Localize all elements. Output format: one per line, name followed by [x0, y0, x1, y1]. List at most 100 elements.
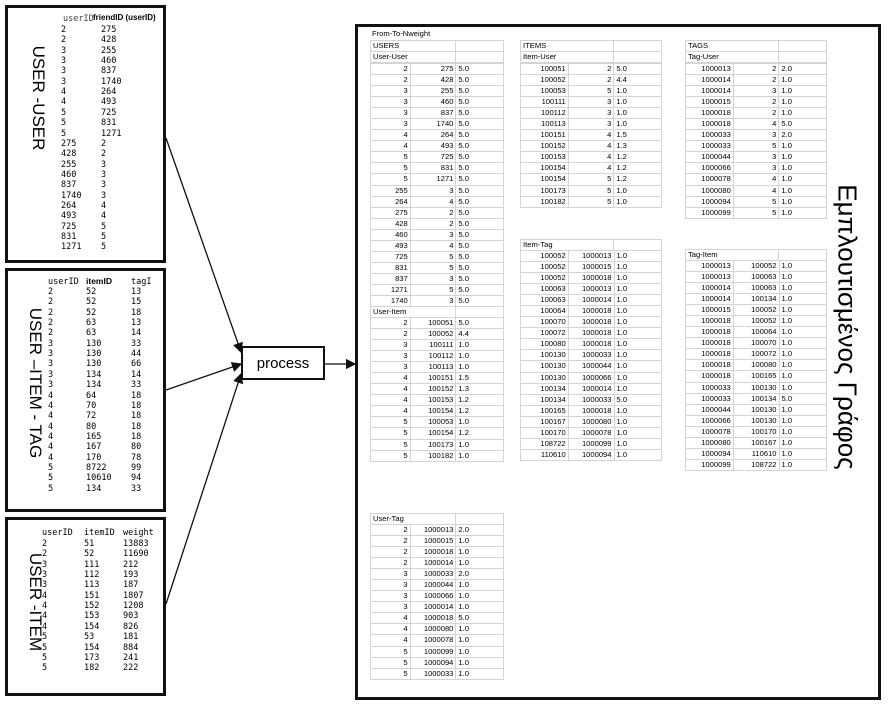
table-cell: 5.0 — [455, 184, 504, 197]
cell: 99 — [131, 462, 142, 473]
table-cell: 2.0 — [455, 523, 504, 537]
cell: 2 — [48, 328, 54, 339]
table-cell: 1.0 — [613, 371, 663, 384]
table-cell: 837 — [409, 107, 457, 120]
cell: 80 — [86, 421, 97, 432]
cell: 3 — [42, 580, 48, 591]
table-cell: 2 — [370, 328, 411, 341]
table-cell: 1000078 — [567, 426, 615, 439]
table-cell: 100130 — [520, 360, 569, 373]
table-cell: 100072 — [520, 327, 569, 340]
table-cell: 5 — [370, 427, 411, 440]
table-cell: 100112 — [520, 107, 569, 120]
table-cell: 4 — [409, 195, 457, 208]
cell: 241 — [123, 652, 139, 663]
table-cell: 1.0 — [613, 404, 663, 417]
table-cell: 3 — [370, 579, 411, 592]
ui-col-weight: weight — [123, 528, 154, 538]
table-cell: 5.0 — [455, 217, 504, 230]
cell: 884 — [123, 642, 139, 653]
cell: 52 — [84, 549, 95, 560]
table-cell: 100070 — [732, 337, 780, 350]
table-cell: 100112 — [409, 350, 457, 363]
table-cell: 1000013 — [685, 62, 734, 76]
table-cell: 100070 — [520, 316, 569, 329]
table-cell: 5 — [409, 250, 457, 263]
table-cell: 1000015 — [567, 261, 615, 274]
table-cell: 1.0 — [778, 293, 828, 306]
table-cell: 100130 — [520, 349, 569, 362]
cell: 3 — [42, 559, 48, 570]
table-cell: 1000044 — [409, 579, 457, 592]
table-cell: 1000014 — [685, 74, 734, 87]
table-cell: 1000018 — [685, 315, 734, 328]
cell: 14 — [131, 328, 142, 339]
cell: 3 — [48, 380, 54, 391]
arrow-user-item-tag — [165, 362, 243, 391]
cell: 153 — [84, 611, 100, 622]
cell: 3 — [61, 45, 67, 56]
table-cell: 4 — [370, 405, 411, 418]
user-item-title-table: User-Item — [369, 305, 504, 319]
table-cell: 3 — [370, 85, 411, 98]
cell: 5 — [42, 632, 48, 643]
table-cell: 3 — [370, 568, 411, 581]
table-cell: 1.0 — [778, 403, 828, 416]
table-cell: 100053 — [520, 85, 569, 98]
table-cell: 1000099 — [567, 437, 615, 450]
table-cell: 3 — [370, 590, 411, 603]
cell: 1740 — [101, 76, 122, 87]
cell: 154 — [84, 642, 100, 653]
table-cell: 100063 — [520, 283, 569, 296]
table-cell: 2 — [732, 107, 780, 120]
cell: 5 — [42, 652, 48, 663]
table-cell: 5 — [732, 140, 780, 153]
cell: 33 — [131, 483, 142, 494]
cell: 3 — [101, 169, 107, 180]
table-cell: 100052 — [520, 272, 569, 285]
cell: 4 — [42, 611, 48, 622]
table-cell: 1000018 — [567, 305, 615, 318]
cell: 64 — [86, 390, 97, 401]
tag-item-title: Tag-Item — [684, 248, 780, 262]
table-cell: 1.0 — [778, 206, 827, 219]
table-cell: 1.0 — [455, 361, 504, 374]
cell: 13 — [131, 318, 142, 329]
table-cell: 1.5 — [455, 372, 504, 385]
table-cell: 1271 — [370, 283, 411, 296]
table-cell: 5 — [732, 195, 780, 208]
table-cell: 5.0 — [455, 272, 504, 285]
cell: 187 — [123, 580, 139, 591]
table-cell: 1000014 — [409, 557, 457, 570]
user-user-col-userid: userID — [63, 14, 94, 24]
table-cell: 1.0 — [778, 359, 828, 372]
table-cell: 264 — [370, 195, 411, 208]
table-cell: 5.0 — [778, 118, 827, 131]
table-cell: 2 — [370, 62, 411, 76]
cell: 2 — [42, 539, 48, 549]
table-cell: 1.0 — [613, 294, 663, 307]
